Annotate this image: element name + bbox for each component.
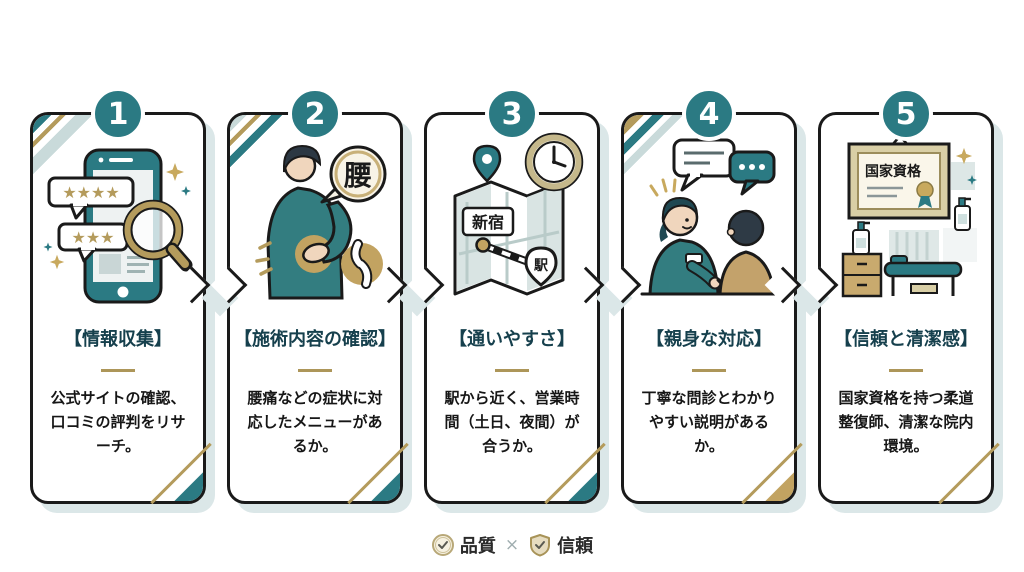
step-number-badge: 2 <box>288 87 342 141</box>
step-number-badge: 5 <box>879 87 933 141</box>
illustration-area: ★★★★ ★★★ <box>33 131 203 323</box>
sparkle-icons <box>955 147 977 185</box>
step-description: 腰痛などの症状に対応したメニューがあるか。 <box>247 389 383 455</box>
step-card-1: 1 <box>30 87 239 505</box>
footer-badges: 品質 × 信頼 <box>0 532 1024 558</box>
step-card-4: 4 <box>604 87 830 505</box>
step-title: 【施術内容の確認】 <box>234 329 396 350</box>
illustration-area <box>624 131 794 323</box>
corner-triangle-bottom-right <box>553 457 597 501</box>
waist-speech-bubble: 腰 <box>320 145 387 204</box>
gold-divider <box>298 369 332 372</box>
corner-triangle-bottom-right <box>750 457 794 501</box>
speech-bubble-dots <box>728 150 776 196</box>
gold-divider <box>101 369 135 372</box>
star-rating-4: ★★★★ <box>62 183 119 202</box>
gold-divider <box>889 369 923 372</box>
step-card-5: 5 国家資格 <box>801 87 1000 505</box>
station-pin-icon: 駅 <box>524 246 558 287</box>
illustration-area: 腰 <box>230 131 400 323</box>
seal-check-icon <box>431 534 454 556</box>
patient-icon <box>718 209 776 296</box>
quality-label: 品質 <box>459 536 496 557</box>
step-card-2: 2 <box>210 87 436 505</box>
trust-badge: 信頼 <box>528 532 593 558</box>
gold-divider <box>692 369 726 372</box>
steps-row: 1 <box>0 87 1024 505</box>
wall-tile <box>951 162 975 190</box>
quality-badge: 品質 <box>431 532 496 558</box>
waist-kanji: 腰 <box>343 159 372 192</box>
joint-icon <box>341 239 383 289</box>
drawer-cabinet-icon <box>841 252 883 298</box>
sanitizer-bottle-left <box>852 221 870 255</box>
practitioner-icon <box>640 196 730 296</box>
step-description: 丁寧な問診とわかりやすい説明があるか。 <box>641 389 777 455</box>
step-number-badge: 4 <box>682 87 736 141</box>
cross-separator: × <box>504 535 520 555</box>
clock-icon <box>524 132 584 192</box>
certificate-title: 国家資格 <box>865 163 922 180</box>
magnifier-icon <box>122 199 193 272</box>
smartphone-reviews-illustration: ★★★★ ★★★ <box>43 148 193 304</box>
illustration-area: 新宿 駅 <box>427 131 597 323</box>
step-title: 【親身な対応】 <box>646 329 772 350</box>
step-description: 公式サイトの確認、口コミの評判をリサーチ。 <box>50 389 186 455</box>
sanitizer-bottle-right <box>943 197 977 262</box>
sparkle-icons <box>43 163 191 270</box>
star-rating-3: ★★★ <box>71 228 114 247</box>
step-title: 【通いやすさ】 <box>449 329 575 350</box>
step-title: 【情報収集】 <box>64 329 172 350</box>
place-label: 新宿 <box>461 206 515 237</box>
corner-decoration-bottom-right <box>947 457 991 501</box>
station-kanji: 駅 <box>534 258 549 274</box>
emphasis-lines <box>649 178 677 197</box>
step-description: 国家資格を持つ柔道整復師、清潔な院内環境。 <box>838 389 974 455</box>
certificate-frame-icon: 国家資格 <box>847 142 951 220</box>
step-number-badge: 1 <box>91 87 145 141</box>
place-name: 新宿 <box>472 213 504 232</box>
step-number-badge: 3 <box>485 87 539 141</box>
clinic-certificate-illustration: 国家資格 <box>841 134 977 298</box>
gold-divider <box>495 369 529 372</box>
location-pin-icon <box>472 144 502 183</box>
consultation-illustration <box>640 138 776 296</box>
shield-check-icon <box>530 534 551 557</box>
step-title: 【信頼と清潔感】 <box>834 329 978 350</box>
speech-bubble-lines <box>672 138 736 192</box>
corner-triangle-bottom-right <box>159 457 203 501</box>
back-pain-illustration: 腰 <box>255 144 387 300</box>
corner-triangle-bottom-right <box>356 457 400 501</box>
step-card-3: 3 <box>407 87 633 505</box>
review-bubble-1: ★★★★ <box>47 176 135 220</box>
person-back-pain-icon <box>255 144 353 300</box>
step-description: 駅から近く、営業時間（土日、夜間）が合うか。 <box>444 389 580 455</box>
map-access-illustration: 新宿 駅 <box>453 132 584 296</box>
illustration-area: 国家資格 <box>821 131 991 323</box>
treatment-table-icon <box>883 255 963 296</box>
trust-label: 信頼 <box>557 536 594 557</box>
